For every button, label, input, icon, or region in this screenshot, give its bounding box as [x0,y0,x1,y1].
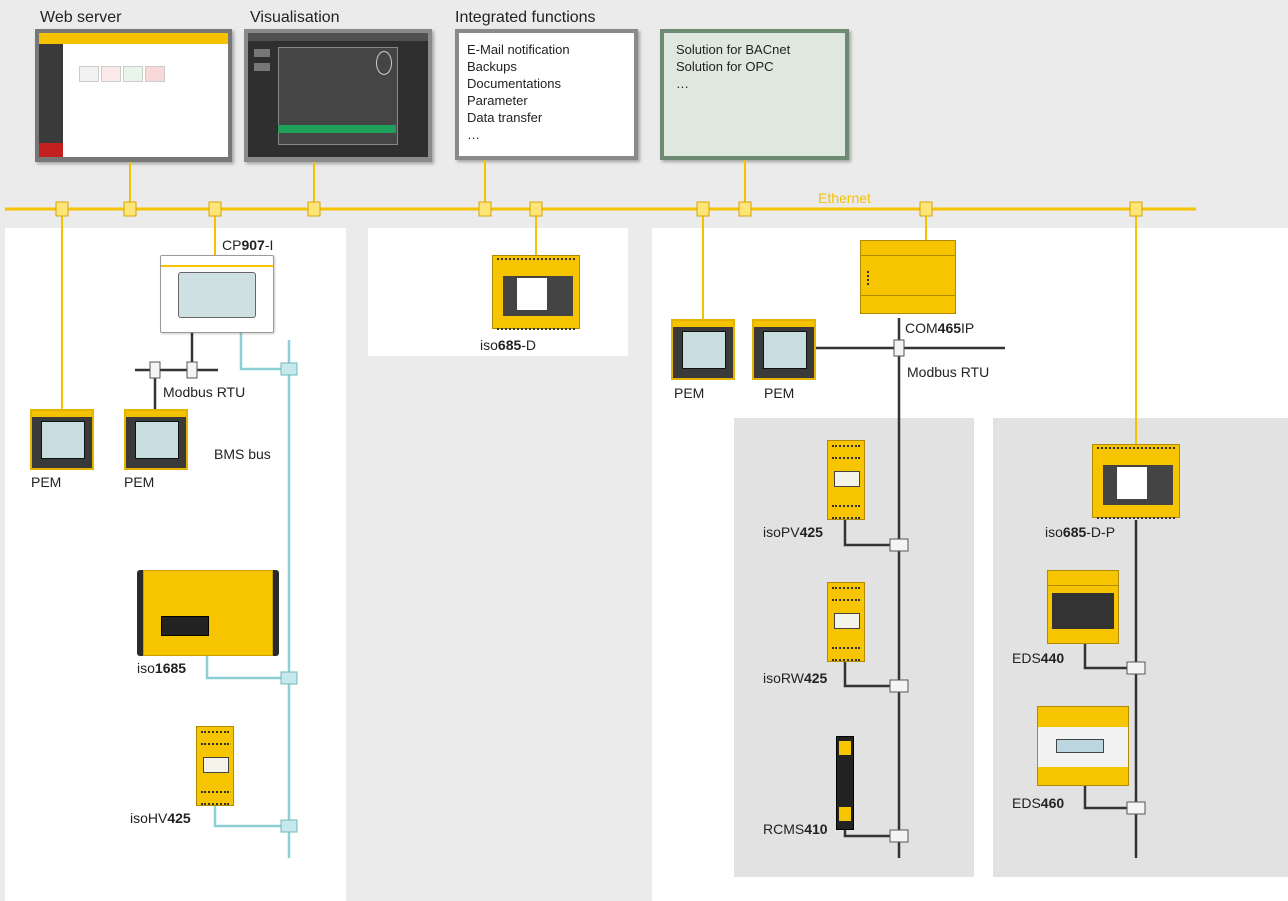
iso685dp-label: iso685-D-P [1045,524,1116,540]
ethernet-label: Ethernet [818,190,871,206]
integrated-item: Documentations [467,76,561,91]
cp907-device [160,255,274,333]
isohv425-device [196,726,234,806]
integrated-functions-heading: Integrated functions [455,9,596,26]
solutions-box: Solution for BACnet Solution for OPC … [660,29,849,160]
isorw425-device [827,582,865,662]
modbus-connector [893,339,905,357]
modbus-rtu-label-left: Modbus RTU [163,384,246,400]
com465ip-label: COM465IP [905,320,975,336]
web-server-heading: Web server [40,9,122,26]
modbus-rtu-label-right: Modbus RTU [907,364,990,380]
integrated-item: … [467,127,480,142]
rcms410-device [836,736,854,830]
pem-label-right-2: PEM [764,385,795,401]
bms-connector [280,819,298,833]
eds460-device [1037,706,1129,786]
modbus-connector [889,829,909,843]
pem-device-right-2 [752,319,816,380]
pem-device-right-1 [671,319,735,380]
pem-label-right-1: PEM [674,385,705,401]
integrated-functions-box: E-Mail notification Backups Documentatio… [455,29,638,160]
bms-bus-label: BMS bus [214,446,271,462]
pem-label-left-2: PEM [124,474,155,490]
ethernet-connector [55,201,69,217]
visualisation-screenshot [244,29,432,162]
pem-device-left-2 [124,409,188,470]
ethernet-connector [738,201,752,217]
pem-label-left-1: PEM [31,474,62,490]
solution-item: Solution for BACnet [676,42,791,57]
modbus-connector [1126,801,1146,815]
bms-connector [280,362,298,376]
isopv425-label: isoPV425 [763,524,823,540]
iso685d-device [492,255,580,330]
integrated-item: Parameter [467,93,528,108]
isopv425-device [827,440,865,520]
eds460-label: EDS460 [1012,795,1065,811]
solution-item: … [676,76,689,91]
solution-item: Solution for OPC [676,59,774,74]
ethernet-connector [307,201,321,217]
ethernet-connector [123,201,137,217]
com465ip-device [860,240,956,314]
iso1685-label: iso1685 [137,660,187,676]
modbus-connector [889,538,909,552]
modbus-connector [149,361,161,379]
visualisation-heading: Visualisation [250,9,340,26]
iso1685-device [137,570,279,656]
integrated-item: Data transfer [467,110,543,125]
integrated-item: E-Mail notification [467,42,570,57]
eds440-device [1047,570,1119,644]
ethernet-connector [208,201,222,217]
ethernet-connector [1129,201,1143,217]
pem-device-left-1 [30,409,94,470]
ethernet-connector [696,201,710,217]
web-server-screenshot [35,29,232,162]
integrated-item: Backups [467,59,517,74]
ethernet-connector [919,201,933,217]
iso685d-label: iso685-D [480,337,537,353]
modbus-connector [1126,661,1146,675]
rcms410-label: RCMS410 [763,821,828,837]
isorw425-label: isoRW425 [763,670,828,686]
ethernet-connector [529,201,543,217]
eds440-label: EDS440 [1012,650,1065,666]
bms-connector [280,671,298,685]
ethernet-connector [478,201,492,217]
isohv425-label: isoHV425 [130,810,191,826]
cp907-label: CP907-I [222,237,274,253]
iso685dp-device [1092,444,1180,519]
modbus-connector [186,361,198,379]
modbus-connector [889,679,909,693]
